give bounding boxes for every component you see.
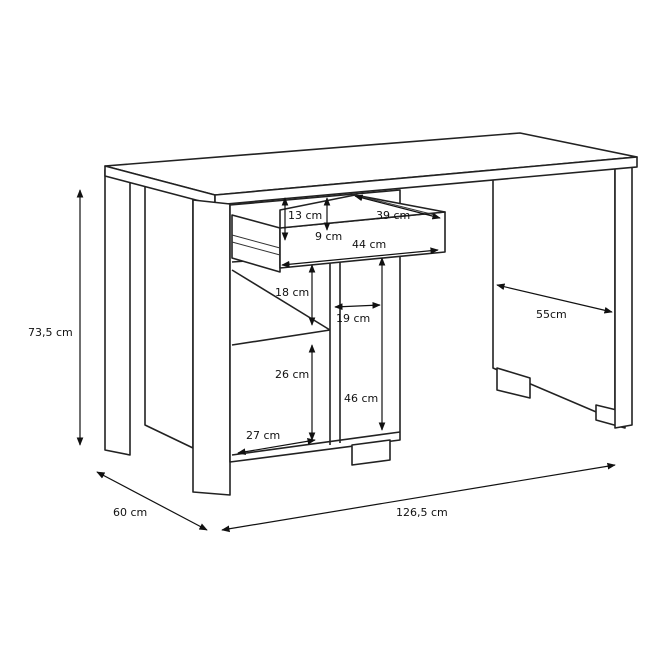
upper-shelf-height-label: 18 cm — [275, 286, 309, 299]
drawer-width-label: 44 cm — [352, 238, 386, 251]
height-label: 73,5 cm — [28, 326, 73, 339]
dimension-lines — [76, 189, 616, 533]
depth-label: 60 cm — [113, 506, 147, 519]
lower-shelf-depth-label: 27 cm — [246, 429, 280, 442]
desk-outline — [104, 132, 638, 496]
dimension-labels: 73,5 cm 60 cm 126,5 cm 13 cm 9 cm 39 cm … — [28, 209, 567, 519]
drawer-outer-height-label: 13 cm — [288, 209, 322, 222]
drawer-depth-label: 39 cm — [376, 209, 410, 222]
legroom-depth-label: 55cm — [536, 308, 567, 321]
drawer-inner-height-label: 9 cm — [315, 230, 342, 243]
shelf-width-label: 19 cm — [336, 312, 370, 325]
lower-shelf-height-label: 26 cm — [275, 368, 309, 381]
width-label: 126,5 cm — [396, 506, 448, 519]
right-compartment-height-label: 46 cm — [344, 392, 378, 405]
